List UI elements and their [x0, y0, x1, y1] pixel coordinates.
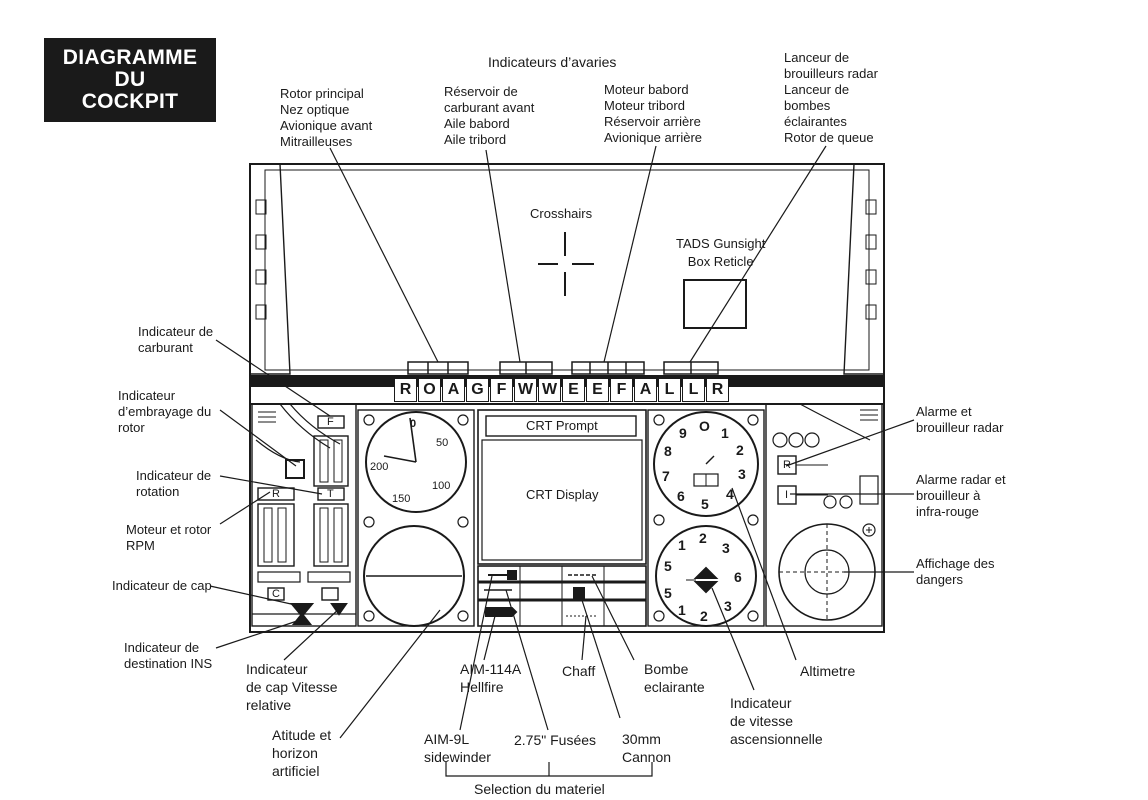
heading-triangle — [289, 603, 315, 618]
damage-indicator-strip: R O A G F W W E E F A L L R — [394, 378, 730, 402]
crt-frame — [477, 409, 647, 565]
alt-digit: O — [699, 418, 710, 434]
fuel-f-label: F — [327, 416, 334, 428]
vsi-digit: 2 — [700, 608, 708, 624]
alt-digit: 9 — [679, 425, 687, 441]
title-line-2: DU — [114, 68, 146, 91]
speed-150: 150 — [392, 493, 411, 505]
altimeter-label: Altimetre — [800, 663, 856, 679]
alt-digit: 3 — [738, 466, 746, 482]
damage-letter: O — [418, 378, 441, 402]
heading-indicator-label: Indicateur de cap — [112, 578, 212, 593]
vsi-digit: 2 — [699, 530, 707, 546]
damage-letter: F — [490, 378, 513, 402]
speed-100: 100 — [432, 480, 451, 492]
vsi-digit: 3 — [722, 540, 730, 556]
rockets-label: 2.75" Fusées — [514, 732, 597, 748]
damage-letter: E — [562, 378, 585, 402]
damage-letter: L — [682, 378, 705, 402]
heading-c-label: C — [272, 588, 280, 600]
altimeter-dial — [653, 411, 759, 517]
vsi-digit: 5 — [664, 558, 672, 574]
attitude-indicator — [363, 525, 465, 627]
damage-letter: R — [706, 378, 729, 402]
title-line-1: DIAGRAMME — [62, 46, 198, 69]
vsi-digit: 1 — [678, 537, 686, 553]
alt-digit: 7 — [662, 468, 670, 484]
alt-digit: 4 — [726, 486, 734, 502]
damage-letter: E — [586, 378, 609, 402]
tads-box — [683, 279, 747, 329]
rotation-t-label: T — [327, 488, 334, 500]
selection-label: Selection du materiel — [474, 781, 605, 797]
ir-i-label: I — [785, 489, 789, 501]
damage-letter: A — [634, 378, 657, 402]
alt-digit: 6 — [677, 488, 685, 504]
airspeed-dial — [365, 411, 467, 513]
vsi-digit: 1 — [678, 602, 686, 618]
speed-0: 0 — [410, 418, 417, 430]
crt-display-box — [481, 439, 643, 561]
crt-display-text: CRT Display — [526, 487, 599, 502]
crt-prompt-text: CRT Prompt — [526, 418, 598, 433]
vsi-digit: 3 — [724, 598, 732, 614]
damage-letter: F — [610, 378, 633, 402]
damage-letter: G — [466, 378, 489, 402]
vsi-digit: 5 — [664, 585, 672, 601]
damage-heading: Indicateurs d’avaries — [488, 54, 617, 70]
damage-letter: W — [514, 378, 537, 402]
alt-digit: 8 — [664, 443, 672, 459]
title-box: DIAGRAMME DU COCKPIT — [44, 38, 216, 122]
rotor-clutch-box — [285, 459, 305, 479]
damage-letter: R — [394, 378, 417, 402]
speed-200: 200 — [370, 461, 389, 473]
title-line-3: COCKPIT — [81, 90, 179, 113]
crosshairs-label: Crosshairs — [530, 206, 593, 221]
chaff-label: Chaff — [562, 663, 596, 679]
alt-digit: 5 — [701, 496, 709, 512]
damage-letter: L — [658, 378, 681, 402]
damage-letter: W — [538, 378, 561, 402]
crt-prompt-box — [485, 415, 637, 437]
canopy-frame — [249, 163, 885, 377]
speed-50: 50 — [436, 437, 449, 449]
vsi-digit: 6 — [734, 569, 742, 585]
vsi-dial — [655, 525, 757, 627]
rpm-r-label: R — [272, 488, 280, 500]
damage-letter: A — [442, 378, 465, 402]
radar-r-label: R — [783, 459, 791, 471]
alt-digit: 2 — [736, 442, 744, 458]
alt-digit: 1 — [721, 425, 729, 441]
